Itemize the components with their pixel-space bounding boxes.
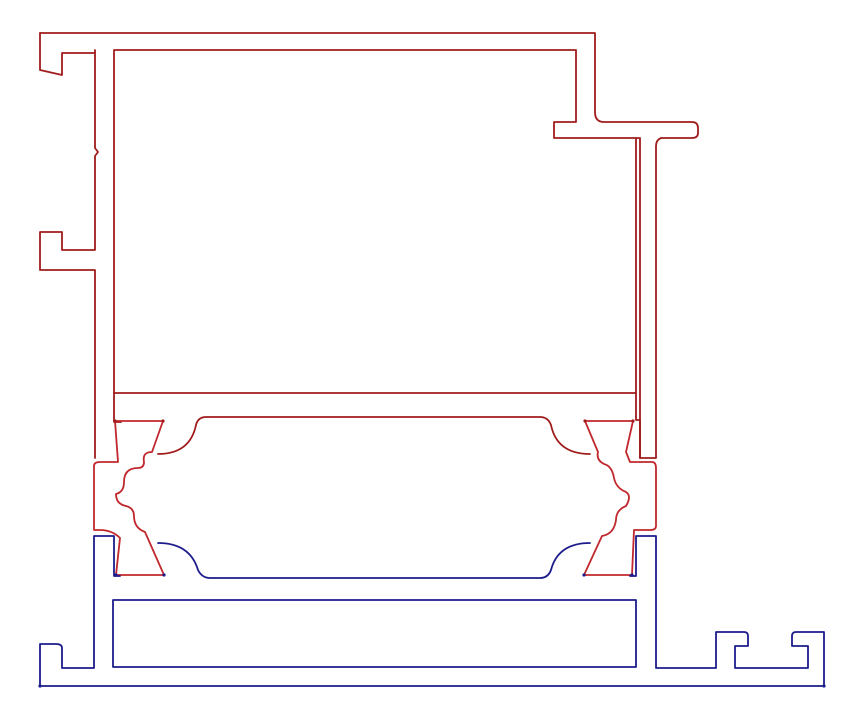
vertex-point <box>113 419 117 423</box>
vertex-point <box>162 573 166 577</box>
vertex-point <box>38 684 42 688</box>
upper-inner-wall-left <box>113 392 122 423</box>
upper-outer-contour <box>39 32 699 459</box>
upper-aluminium-profile <box>39 32 699 459</box>
vertex-point <box>583 419 587 423</box>
vertex-point <box>114 573 118 577</box>
vertex-point <box>822 684 826 688</box>
vertex-point <box>630 573 634 577</box>
upper-left-top-hook <box>39 32 96 76</box>
vertex-point <box>161 419 165 423</box>
left-strip-outline <box>93 420 165 576</box>
left-thermal-break-strip <box>93 420 165 576</box>
right-thermal-break-strip <box>583 420 657 576</box>
upper-right-fin <box>635 392 641 459</box>
vertex-point <box>582 573 586 577</box>
lower-upper-channel <box>157 542 591 579</box>
lower-inner-chamber <box>112 599 637 668</box>
right-strip-outline <box>583 420 657 576</box>
vertex-points <box>38 419 826 688</box>
vertex-point <box>631 419 635 423</box>
upper-lower-chamber <box>157 416 591 455</box>
